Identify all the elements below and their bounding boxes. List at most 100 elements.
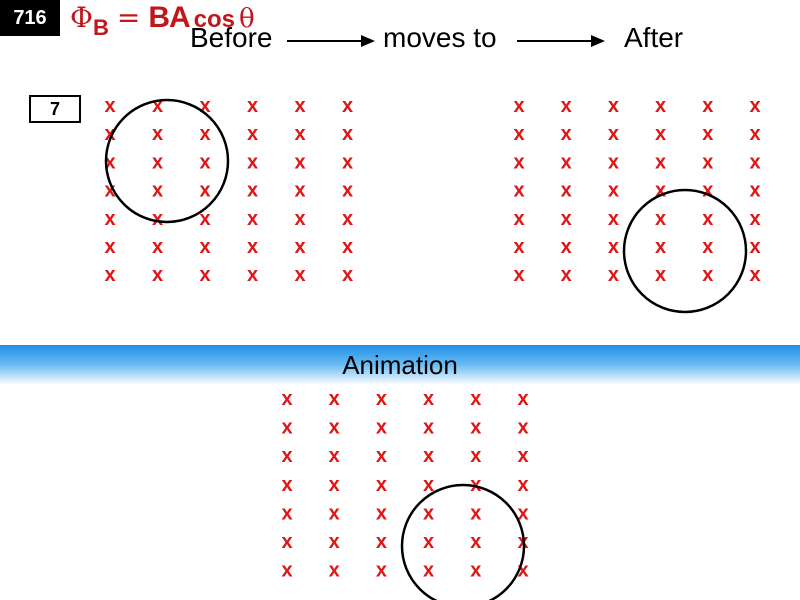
field-x-mark: x xyxy=(608,236,619,258)
field-x-mark: x xyxy=(247,236,258,258)
field-x-mark: x xyxy=(513,208,524,230)
field-x-mark: x xyxy=(104,151,115,173)
field-x-mark: x xyxy=(329,474,340,496)
field-x-mark: x xyxy=(561,151,572,173)
field-x-mark: x xyxy=(423,445,434,467)
field-x-mark: x xyxy=(517,417,528,439)
field-x-mark: x xyxy=(294,208,305,230)
field-x-mark: x xyxy=(376,388,387,410)
field-x-mark: x xyxy=(608,264,619,286)
field-x-mark: x xyxy=(470,531,481,553)
field-x-mark: x xyxy=(342,208,353,230)
field-x-mark: x xyxy=(294,180,305,202)
field-x-mark: x xyxy=(561,123,572,145)
loop-after xyxy=(622,188,748,314)
field-x-mark: x xyxy=(749,151,760,173)
field-x-mark: x xyxy=(104,208,115,230)
field-x-mark: x xyxy=(199,95,210,117)
field-x-mark: x xyxy=(517,388,528,410)
field-x-mark: x xyxy=(702,151,713,173)
formula-subscript: B xyxy=(92,15,109,40)
field-x-mark: x xyxy=(152,264,163,286)
field-x-mark: x xyxy=(608,180,619,202)
formula-theta: θ xyxy=(239,4,255,34)
field-x-mark: x xyxy=(376,474,387,496)
field-x-mark: x xyxy=(104,236,115,258)
field-x-mark: x xyxy=(702,208,713,230)
field-x-mark: x xyxy=(423,388,434,410)
field-x-mark: x xyxy=(655,123,666,145)
label-before: Before xyxy=(190,22,273,53)
field-x-mark: x xyxy=(423,531,434,553)
field-x-mark: x xyxy=(281,445,292,467)
field-x-mark: x xyxy=(470,388,481,410)
field-x-mark: x xyxy=(247,208,258,230)
field-x-mark: x xyxy=(470,445,481,467)
field-x-mark: x xyxy=(152,123,163,145)
frame-number-box: 7 xyxy=(29,95,81,123)
field-x-mark: x xyxy=(749,95,760,117)
field-x-mark: x xyxy=(294,95,305,117)
field-x-mark: x xyxy=(199,264,210,286)
field-x-mark: x xyxy=(152,208,163,230)
field-x-mark: x xyxy=(329,531,340,553)
field-x-mark: x xyxy=(749,236,760,258)
arrow-right-icon xyxy=(517,35,605,47)
field-x-mark: x xyxy=(470,417,481,439)
field-x-mark: x xyxy=(608,95,619,117)
field-x-mark: x xyxy=(199,123,210,145)
field-x-mark: x xyxy=(281,388,292,410)
field-x-mark: x xyxy=(513,264,524,286)
field-x-mark: x xyxy=(294,236,305,258)
field-x-mark: x xyxy=(608,208,619,230)
field-x-mark: x xyxy=(329,417,340,439)
field-x-mark: x xyxy=(329,445,340,467)
field-x-mark: x xyxy=(376,560,387,582)
field-x-mark: x xyxy=(152,180,163,202)
field-x-mark: x xyxy=(294,151,305,173)
loop-before xyxy=(104,98,230,224)
field-x-mark: x xyxy=(342,236,353,258)
field-x-mark: x xyxy=(702,123,713,145)
field-x-mark: x xyxy=(199,151,210,173)
field-x-mark: x xyxy=(702,264,713,286)
arrow-right-icon xyxy=(287,35,375,47)
field-x-mark: x xyxy=(517,474,528,496)
field-x-mark: x xyxy=(329,502,340,524)
field-x-mark: x xyxy=(517,445,528,467)
field-x-mark: x xyxy=(517,502,528,524)
field-x-mark: x xyxy=(281,502,292,524)
field-x-mark: x xyxy=(342,95,353,117)
field-x-mark: x xyxy=(513,95,524,117)
formula-phi: Φ xyxy=(70,1,93,34)
field-x-mark: x xyxy=(247,95,258,117)
field-x-mark: x xyxy=(281,474,292,496)
field-x-mark: x xyxy=(608,123,619,145)
field-x-mark: x xyxy=(513,151,524,173)
field-x-mark: x xyxy=(104,123,115,145)
field-x-mark: x xyxy=(561,208,572,230)
field-x-mark: x xyxy=(702,95,713,117)
field-x-mark: x xyxy=(376,445,387,467)
field-x-mark: x xyxy=(561,95,572,117)
field-x-mark: x xyxy=(247,123,258,145)
field-x-mark: x xyxy=(423,502,434,524)
label-moves-to: moves to xyxy=(383,22,497,53)
field-x-mark: x xyxy=(513,180,524,202)
field-x-mark: x xyxy=(281,560,292,582)
field-x-mark: x xyxy=(104,95,115,117)
field-x-mark: x xyxy=(342,123,353,145)
field-x-mark: x xyxy=(655,151,666,173)
formula-ba: BA xyxy=(148,1,190,34)
field-x-mark: x xyxy=(561,180,572,202)
field-x-mark: x xyxy=(104,264,115,286)
field-x-mark: x xyxy=(655,264,666,286)
animation-label: Animation xyxy=(342,350,458,380)
field-x-mark: x xyxy=(561,264,572,286)
field-x-mark: x xyxy=(342,264,353,286)
